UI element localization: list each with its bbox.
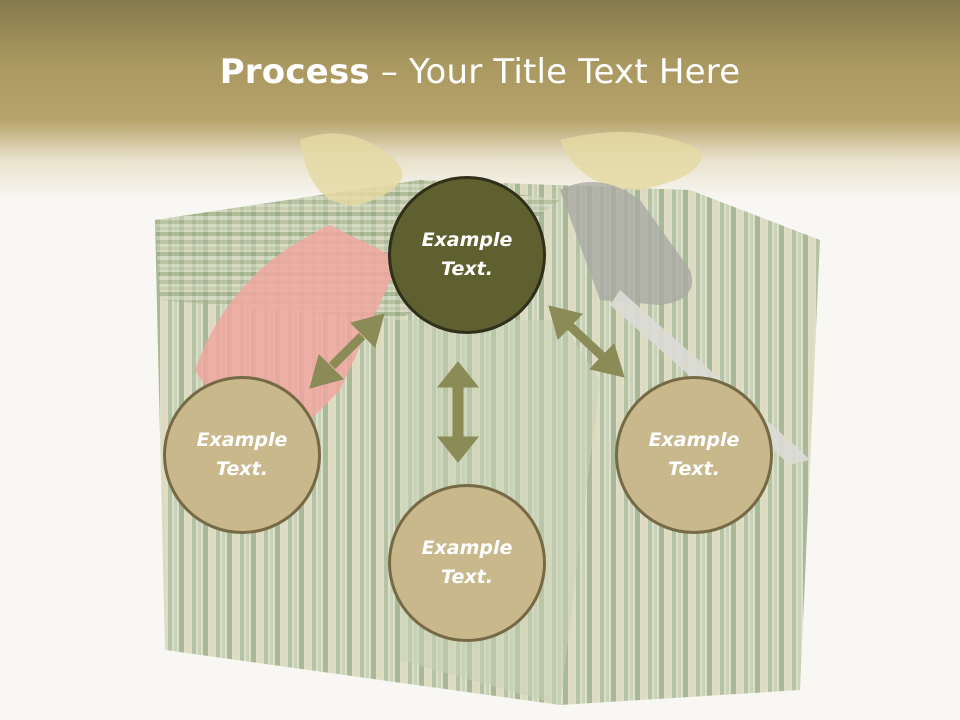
- ribbon-left: [300, 133, 403, 206]
- arrow-vertical: [436, 361, 480, 463]
- node-top-label: Example Text.: [421, 229, 513, 280]
- title-bold: Process: [219, 52, 370, 92]
- slide-title: Process – Your Title Text Here: [0, 52, 960, 92]
- arrow-top-left: [309, 313, 385, 389]
- process-node-top[interactable]: Example Text.: [388, 176, 546, 334]
- node-right-label: Example Text.: [648, 429, 740, 480]
- node-bottom-label: Example Text.: [421, 537, 513, 588]
- ribbon-right: [560, 132, 702, 190]
- connector-arrows: [309, 305, 625, 463]
- key-head: [560, 182, 692, 305]
- arrow-top-right: [548, 305, 625, 378]
- title-rest: – Your Title Text Here: [369, 52, 741, 92]
- process-node-left[interactable]: Example Text.: [163, 376, 321, 534]
- node-left-label: Example Text.: [196, 429, 288, 480]
- process-node-bottom[interactable]: Example Text.: [388, 484, 546, 642]
- header-band: [0, 0, 960, 200]
- process-node-right[interactable]: Example Text.: [615, 376, 773, 534]
